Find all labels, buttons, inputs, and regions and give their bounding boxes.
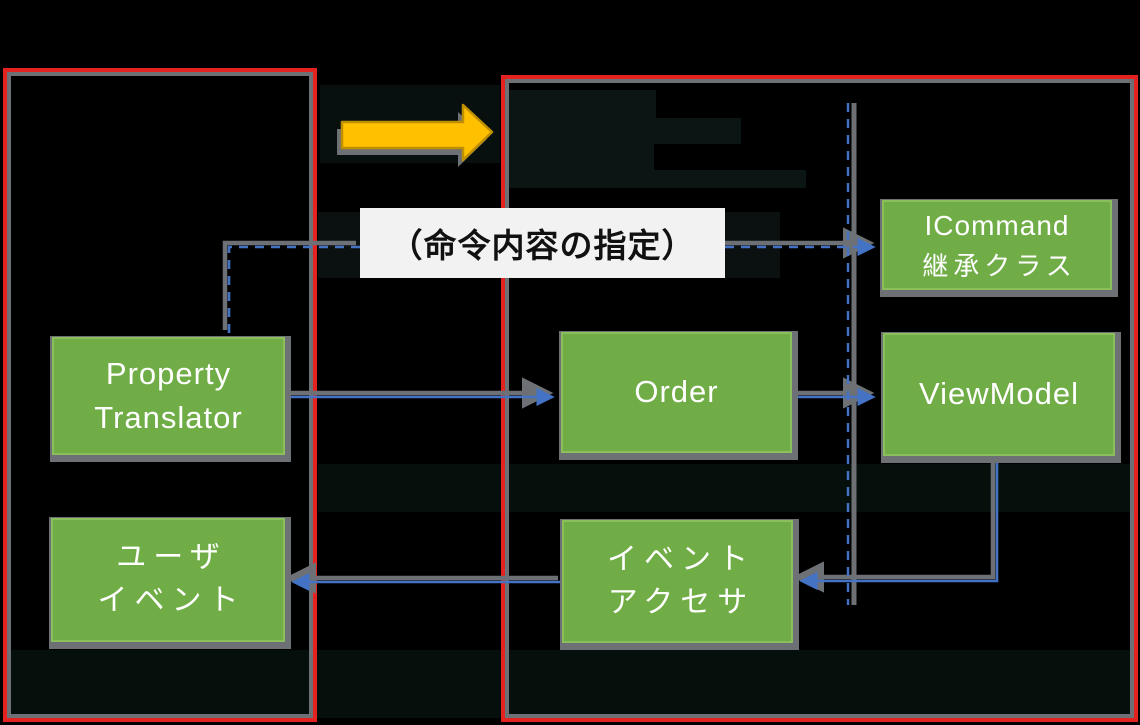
node-user-event: ユーザ イベント — [51, 518, 285, 642]
node-label: Order — [634, 374, 719, 410]
connector-shadows — [222, 227, 996, 594]
flow-arrow-icon — [337, 103, 494, 167]
command-spec-label-text: （命令内容の指定） — [389, 227, 696, 264]
background-band — [506, 118, 741, 144]
background-band — [7, 650, 1133, 718]
node-label: ViewModel — [918, 376, 1080, 412]
node-label: ICommand — [924, 209, 1070, 241]
background-band — [506, 144, 654, 170]
node-property-translator: Property Translator — [52, 337, 285, 455]
command-spec-label: （命令内容の指定） — [360, 208, 725, 278]
node-label: ユーザ — [116, 541, 227, 575]
node-label: Translator — [94, 400, 243, 435]
background-band — [506, 90, 656, 118]
node-label: 継承クラス — [922, 250, 1077, 281]
node-label: アクセサ — [607, 585, 755, 619]
node-icommand-subclass: ICommand 継承クラス — [882, 200, 1112, 290]
background-band — [506, 170, 806, 188]
connector-viewmodel-to-event-accessor — [799, 456, 999, 591]
node-label: イベント — [607, 542, 755, 576]
node-event-accessor: イベント アクセサ — [562, 520, 793, 643]
connector-label-to-property-translator — [227, 245, 360, 334]
background-band — [318, 464, 1136, 512]
node-label: イベント — [97, 584, 246, 617]
node-label: Property — [105, 355, 232, 391]
right-red-frame — [501, 75, 1138, 722]
node-viewmodel: ViewModel — [883, 333, 1115, 456]
node-order: Order — [561, 332, 792, 453]
